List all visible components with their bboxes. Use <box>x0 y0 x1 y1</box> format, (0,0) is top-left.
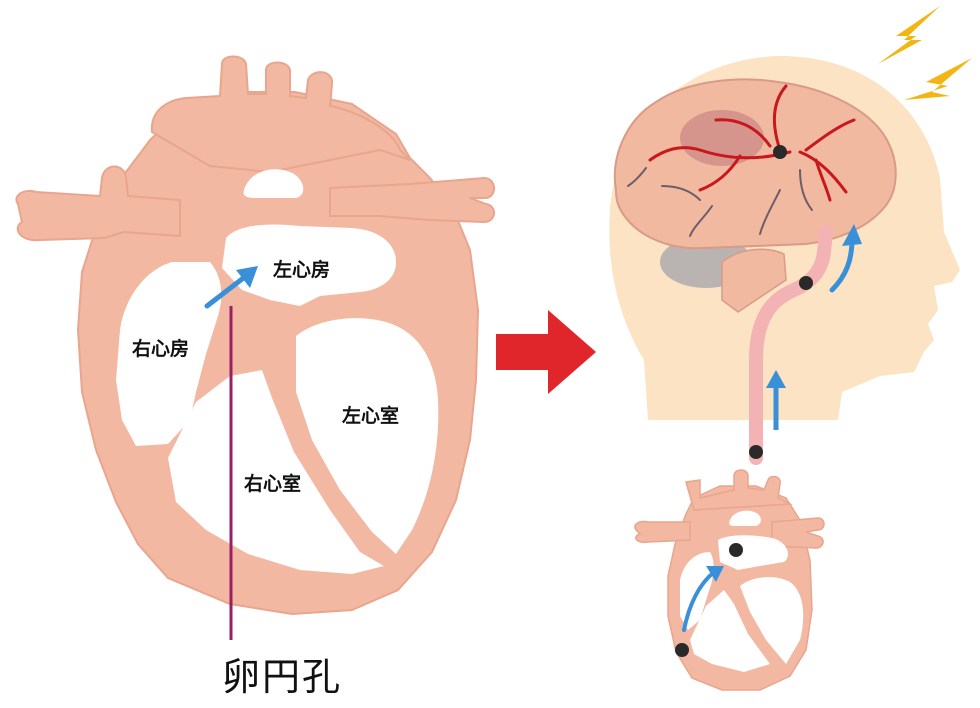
small-heart-notch <box>729 510 761 526</box>
small-heart-right-ventricle <box>690 590 770 672</box>
small-heart-embolus-upper <box>729 543 743 557</box>
label-foramen-ovale: 卵円孔 <box>222 655 342 699</box>
artery-embolus-upper <box>799 276 813 290</box>
label-right-atrium: 右心房 <box>131 337 189 360</box>
artery-embolus-lower <box>749 445 763 459</box>
brain-vessels-red <box>648 84 856 202</box>
flow-arrow-icon <box>766 370 786 430</box>
aortic-arch <box>150 55 411 174</box>
brain-stem <box>721 248 787 313</box>
brain <box>613 78 897 250</box>
flow-arrow-icon <box>829 224 862 293</box>
small-heart-left-bar <box>634 520 691 544</box>
left-atrium-chamber <box>222 224 396 306</box>
head-and-brain <box>609 6 972 465</box>
label-left-atrium: 左心房 <box>273 258 330 281</box>
label-right-ventricle: 右心室 <box>243 472 301 495</box>
brain-vessels-dark <box>627 167 813 237</box>
small-heart <box>634 469 825 691</box>
brain-embolus <box>773 145 787 159</box>
transition-arrow-icon <box>496 310 596 394</box>
flow-arrow-icon <box>682 566 724 632</box>
right-atrium-chamber <box>116 262 222 446</box>
label-left-ventricle: 左心室 <box>342 404 399 427</box>
small-heart-left-ventricle <box>740 577 804 664</box>
small-heart-embolus-lower <box>675 643 689 657</box>
small-heart-vessels <box>685 469 793 511</box>
right-pulmonary-vessel <box>329 176 495 224</box>
left-ventricle-chamber <box>296 318 439 554</box>
large-heart: 左心房 右心房 左心室 右心室 卵円孔 <box>15 55 495 699</box>
small-heart-right-bar <box>771 517 825 549</box>
left-pulmonary-vessel <box>15 165 181 242</box>
right-ventricle-chamber <box>168 370 384 574</box>
flow-arrow-icon <box>204 266 258 309</box>
carotid-artery <box>749 225 833 465</box>
arch-notch <box>243 169 304 198</box>
lightning-icon <box>878 6 972 100</box>
